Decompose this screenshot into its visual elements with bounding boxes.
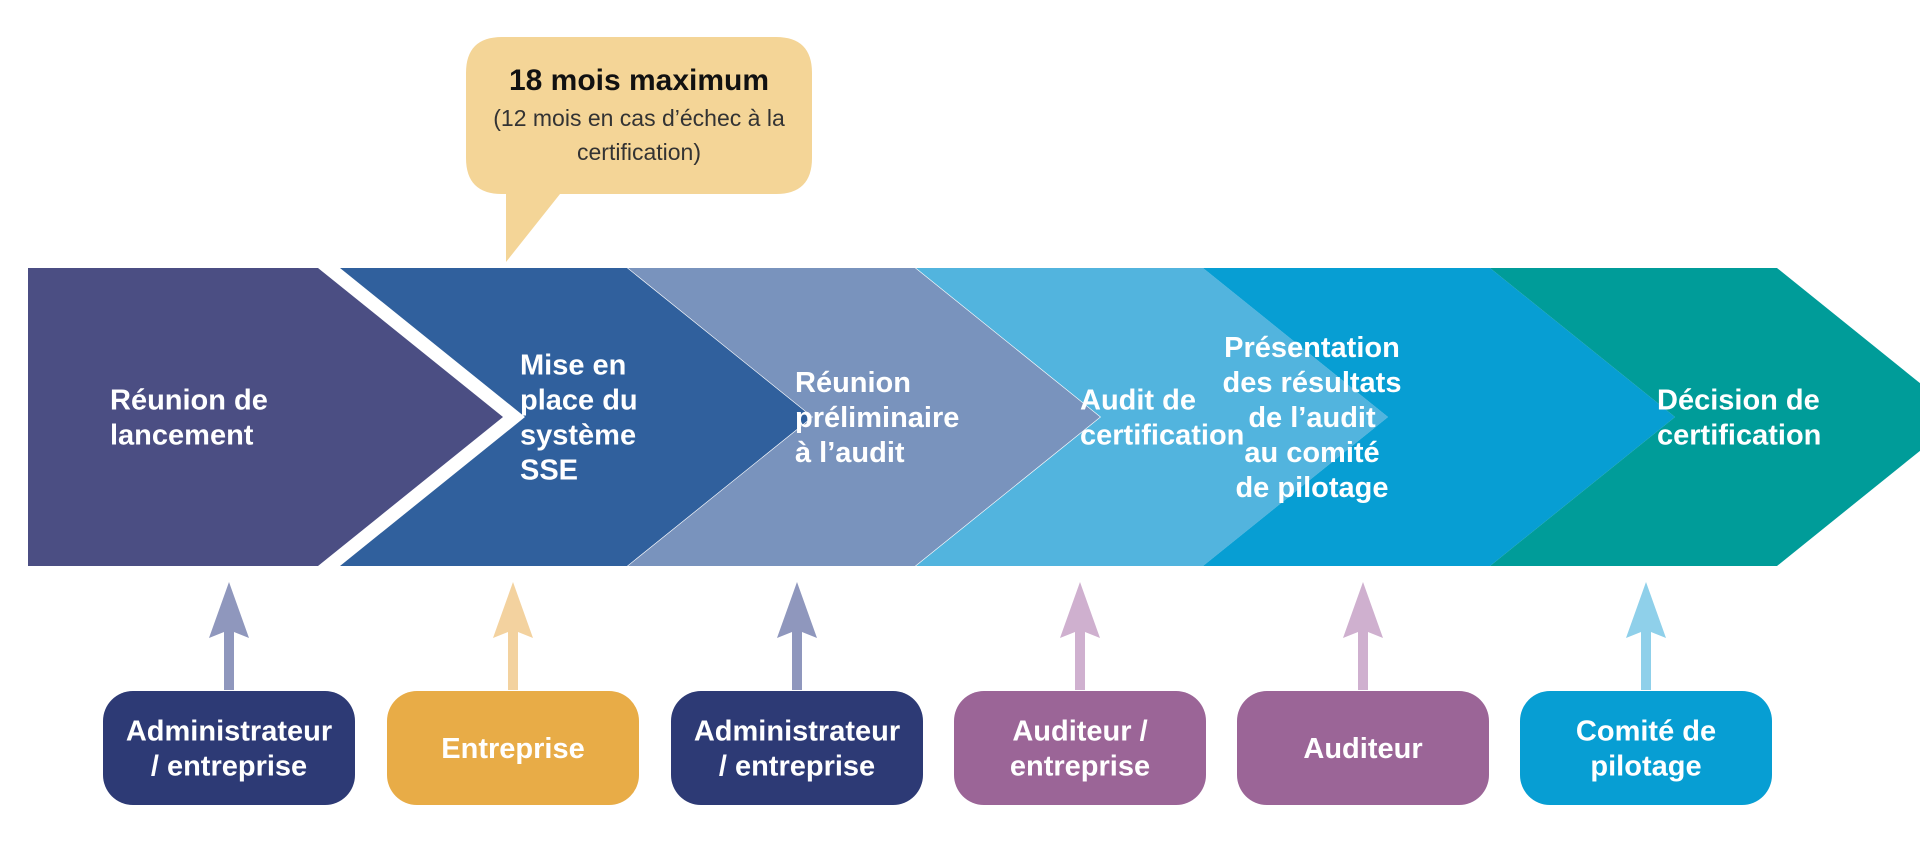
up-arrow-icon xyxy=(209,582,249,690)
step-chevron xyxy=(1203,268,1675,566)
actor-box xyxy=(1237,691,1489,805)
up-arrow-icon xyxy=(1626,582,1666,690)
actor-label-line: / entreprise xyxy=(719,751,875,783)
step-label-line: place du xyxy=(520,385,638,417)
up-arrow-icon xyxy=(1060,582,1100,690)
callout-subtitle-line: (12 mois en cas d’échec à la xyxy=(493,105,785,131)
callout-subtitle-line: certification) xyxy=(577,139,701,165)
step-label-line: des résultats xyxy=(1223,367,1402,399)
actor-label-line: Entreprise xyxy=(441,733,584,765)
step-label-line: Mise en xyxy=(520,350,626,382)
actor-label-line: Auditeur xyxy=(1303,733,1422,765)
step-label-line: certification xyxy=(1657,420,1821,452)
step-chevron xyxy=(916,268,1388,566)
step-chevron xyxy=(340,268,812,566)
actor-label-line: Auditeur / xyxy=(1012,716,1147,748)
actor-2: Entreprise xyxy=(387,582,639,805)
step-label-line: au comité xyxy=(1244,437,1379,469)
actor-label-line: entreprise xyxy=(1010,751,1150,783)
step-label-line: Réunion xyxy=(795,367,911,399)
step-chevron xyxy=(628,268,1100,566)
step-label-line: Présentation xyxy=(1224,332,1400,364)
up-arrow-icon xyxy=(1343,582,1383,690)
actor-box xyxy=(954,691,1206,805)
actor-box xyxy=(671,691,923,805)
up-arrow-icon xyxy=(493,582,533,690)
step-chevron xyxy=(28,268,503,566)
actor-box xyxy=(387,691,639,805)
callout-title: 18 mois maximum xyxy=(509,64,769,97)
actor-label-line: Administrateur xyxy=(126,716,332,748)
step-label-line: Audit de xyxy=(1080,385,1196,417)
step-label-line: préliminaire xyxy=(795,402,959,434)
actor-5: Auditeur xyxy=(1237,582,1489,805)
step-label-line: Décision de xyxy=(1657,385,1820,417)
responsible-actors: Administrateur/ entrepriseEntrepriseAdmi… xyxy=(103,582,1772,805)
step-label-line: de pilotage xyxy=(1235,472,1388,504)
actor-label-line: / entreprise xyxy=(151,751,307,783)
up-arrow-icon xyxy=(777,582,817,690)
actor-1: Administrateur/ entreprise xyxy=(103,582,355,805)
step-label-line: à l’audit xyxy=(795,437,905,469)
step-label-line: Réunion de xyxy=(110,385,268,417)
step-chevron xyxy=(1490,268,1920,566)
actor-4: Auditeur /entreprise xyxy=(954,582,1206,805)
step-label-line: SSE xyxy=(520,455,578,487)
duration-callout: 18 mois maximum (12 mois en cas d’échec à… xyxy=(466,37,812,262)
actor-label-line: pilotage xyxy=(1590,751,1701,783)
speech-bubble xyxy=(466,37,812,262)
actor-box xyxy=(103,691,355,805)
step-label-line: certification xyxy=(1080,420,1244,452)
step-label-line: de l’audit xyxy=(1248,402,1376,434)
actor-label-line: Comité de xyxy=(1576,716,1716,748)
step-label-line: système xyxy=(520,420,636,452)
step-label-line: lancement xyxy=(110,420,254,452)
actor-box xyxy=(1520,691,1772,805)
actor-label-line: Administrateur xyxy=(694,716,900,748)
actor-3: Administrateur/ entreprise xyxy=(671,582,923,805)
